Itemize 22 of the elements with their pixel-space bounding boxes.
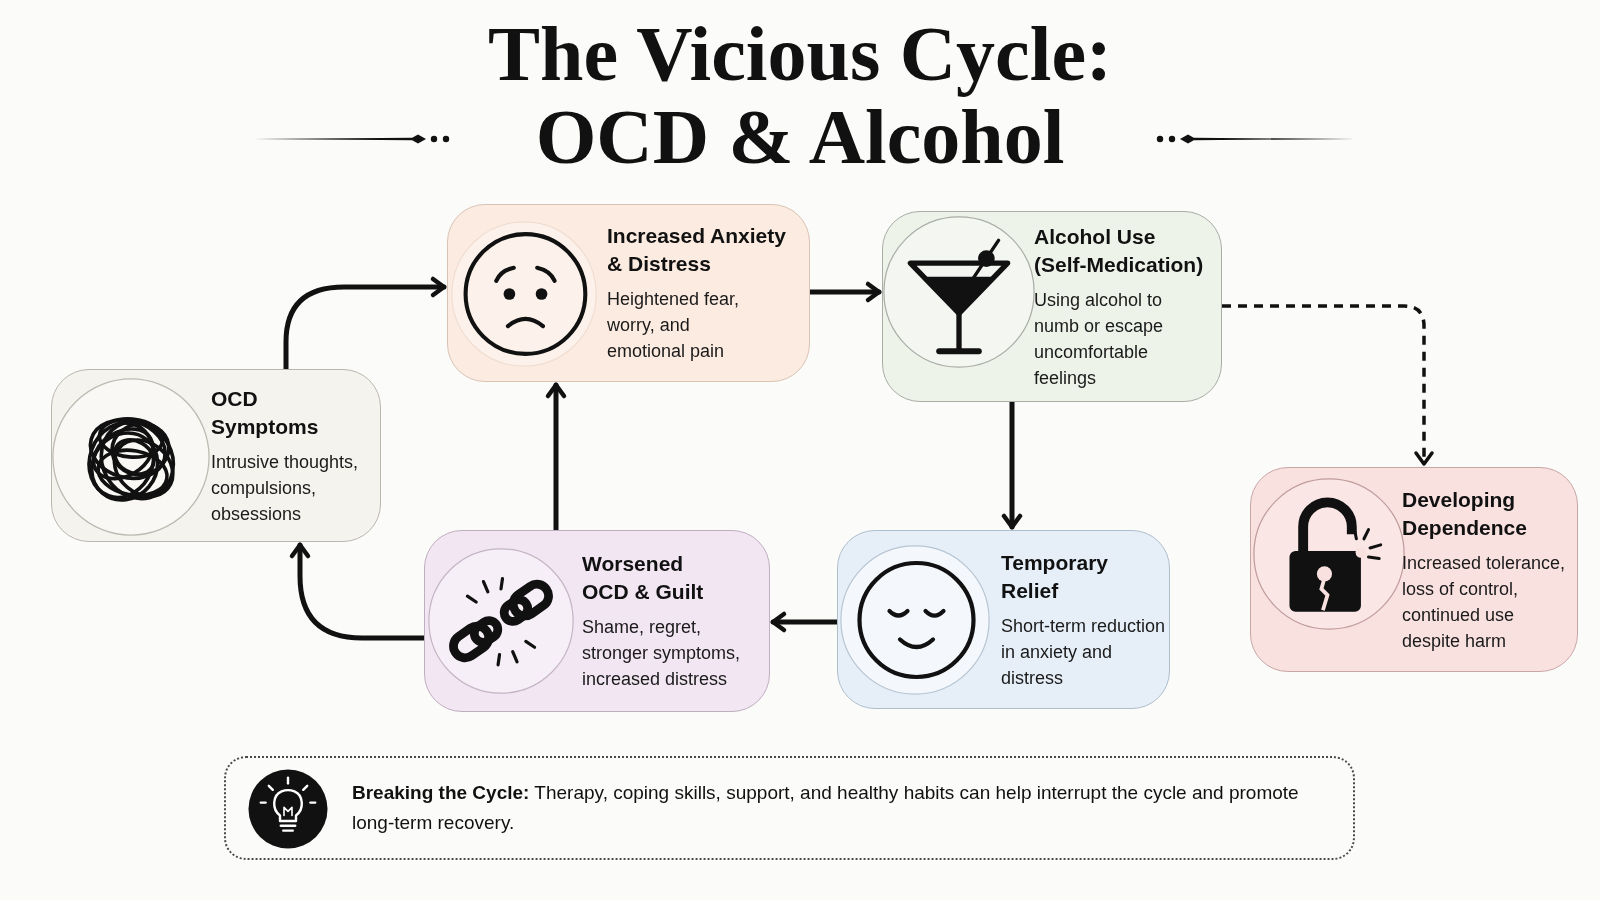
title: The Vicious Cycle: OCD & Alcohol <box>487 12 1113 178</box>
card-heading: Alcohol Use (Self-Medication) <box>1034 223 1205 278</box>
tip-callout <box>224 756 1355 860</box>
stage-card <box>882 211 1222 402</box>
card-description: Short-term reduction in anxiety and distress <box>1001 614 1167 690</box>
card-description: Shame, regret, stronger symptoms, increased distress <box>582 616 742 691</box>
card-description: Heightened fear, worry, and emotional pain <box>607 288 741 363</box>
card-heading: OCD Symptoms <box>211 385 320 440</box>
stage-card <box>1250 467 1578 672</box>
card-heading: Temporary Relief <box>1001 549 1109 604</box>
card-heading: Developing Dependence <box>1402 486 1528 541</box>
card-description: Using alcohol to numb or escape uncomfortable feelings <box>1034 288 1165 390</box>
stage-card <box>51 369 381 542</box>
card-heading: Increased Anxiety & Distress <box>607 223 787 277</box>
stage-card <box>424 530 770 712</box>
dashed-arrow <box>1222 304 1434 466</box>
callout-text: Breaking the Cycle: Therapy, coping skills, support, and healthy habits can help interrupt the cycle and promote long-term recovery. <box>352 781 1300 835</box>
stage-card <box>837 530 1170 709</box>
card-description: Intrusive thoughts, compulsions, obsessions <box>211 450 360 526</box>
card-description: Increased tolerance, loss of control, continued use despite harm <box>1402 551 1567 653</box>
card-heading: Worsened OCD & Guilt <box>582 551 705 605</box>
stage-card <box>447 204 810 382</box>
